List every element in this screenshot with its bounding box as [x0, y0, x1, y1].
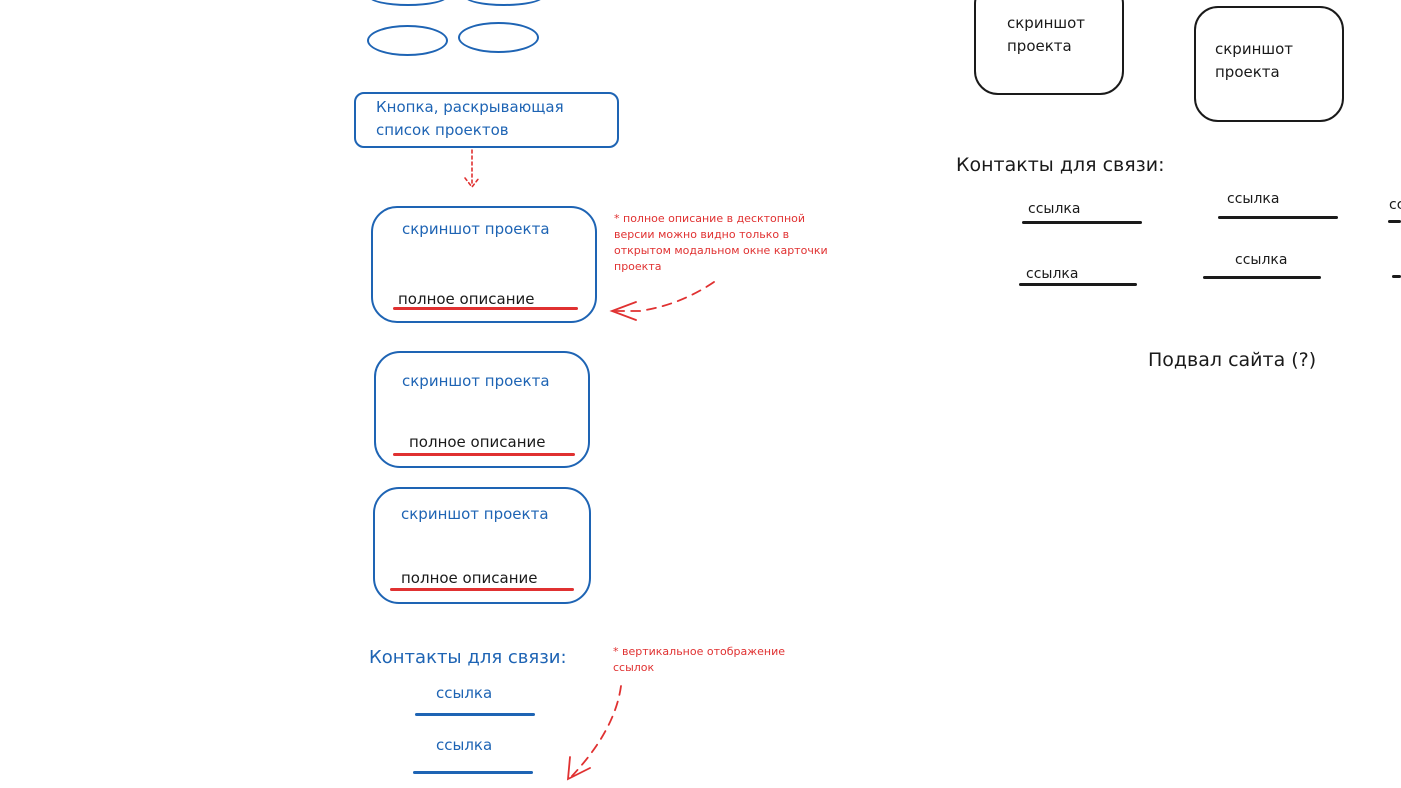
- desktop-contact-link-partial[interactable]: сс: [1389, 197, 1401, 213]
- menu-oval-1: [367, 25, 448, 56]
- project-screenshot-label: скриншот проекта: [402, 372, 550, 390]
- desktop-contact-underline: [1392, 275, 1401, 278]
- toggle-arrow: [464, 149, 480, 189]
- full-description-link[interactable]: полное описание: [401, 569, 538, 587]
- description-underline: [390, 588, 574, 591]
- desktop-contact-link[interactable]: ссылка: [1235, 252, 1288, 268]
- description-underline: [393, 307, 578, 310]
- contacts-note-arrow: [566, 685, 622, 781]
- desktop-screenshot-label: скриншот проекта: [1215, 40, 1294, 81]
- desktop-contact-underline: [1203, 276, 1321, 279]
- project-screenshot-label: скриншот проекта: [401, 505, 549, 523]
- projects-toggle-button[interactable]: Кнопка, раскрывающая список проектов: [354, 92, 619, 148]
- mobile-contact-link[interactable]: ссылка: [436, 736, 493, 754]
- desktop-contact-underline: [1388, 220, 1401, 223]
- mobile-contacts-title: Контакты для связи:: [369, 647, 567, 668]
- menu-oval-top-1: [368, 0, 448, 6]
- desktop-screenshot-label: скриншот проекта: [1007, 14, 1086, 55]
- desktop-project-card[interactable]: скриншот проекта: [974, 0, 1124, 95]
- desktop-contact-underline: [1218, 216, 1338, 219]
- description-underline: [393, 453, 575, 456]
- full-description-link[interactable]: полное описание: [409, 433, 546, 451]
- mobile-contact-link[interactable]: ссылка: [436, 684, 493, 702]
- menu-oval-top-2: [464, 0, 544, 6]
- contacts-note: * вертикальное отображение ссылок: [613, 645, 786, 674]
- site-footer-label: Подвал сайта (?): [1148, 349, 1317, 371]
- full-description-link[interactable]: полное описание: [398, 290, 535, 308]
- desktop-project-card[interactable]: скриншот проекта: [1194, 6, 1344, 122]
- desktop-contact-underline: [1022, 221, 1142, 224]
- mobile-contact-underline: [415, 713, 535, 716]
- desktop-contact-underline: [1019, 283, 1137, 286]
- desktop-contact-link[interactable]: ссылка: [1026, 266, 1079, 282]
- desktop-contact-link[interactable]: ссылка: [1028, 201, 1081, 217]
- project-card[interactable]: скриншот проекта полное описание: [374, 351, 590, 468]
- project-screenshot-label: скриншот проекта: [402, 220, 550, 238]
- description-note-arrow: [609, 281, 715, 321]
- description-note: * полное описание в десктопной версии мо…: [614, 212, 828, 273]
- projects-toggle-label: Кнопка, раскрывающая список проектов: [376, 98, 564, 139]
- project-card[interactable]: скриншот проекта полное описание: [371, 206, 597, 323]
- project-card[interactable]: скриншот проекта полное описание: [373, 487, 591, 604]
- menu-oval-2: [458, 22, 539, 53]
- mobile-contact-underline: [413, 771, 533, 774]
- desktop-contact-link[interactable]: ссылка: [1227, 191, 1280, 207]
- desktop-contacts-title: Контакты для связи:: [956, 154, 1165, 176]
